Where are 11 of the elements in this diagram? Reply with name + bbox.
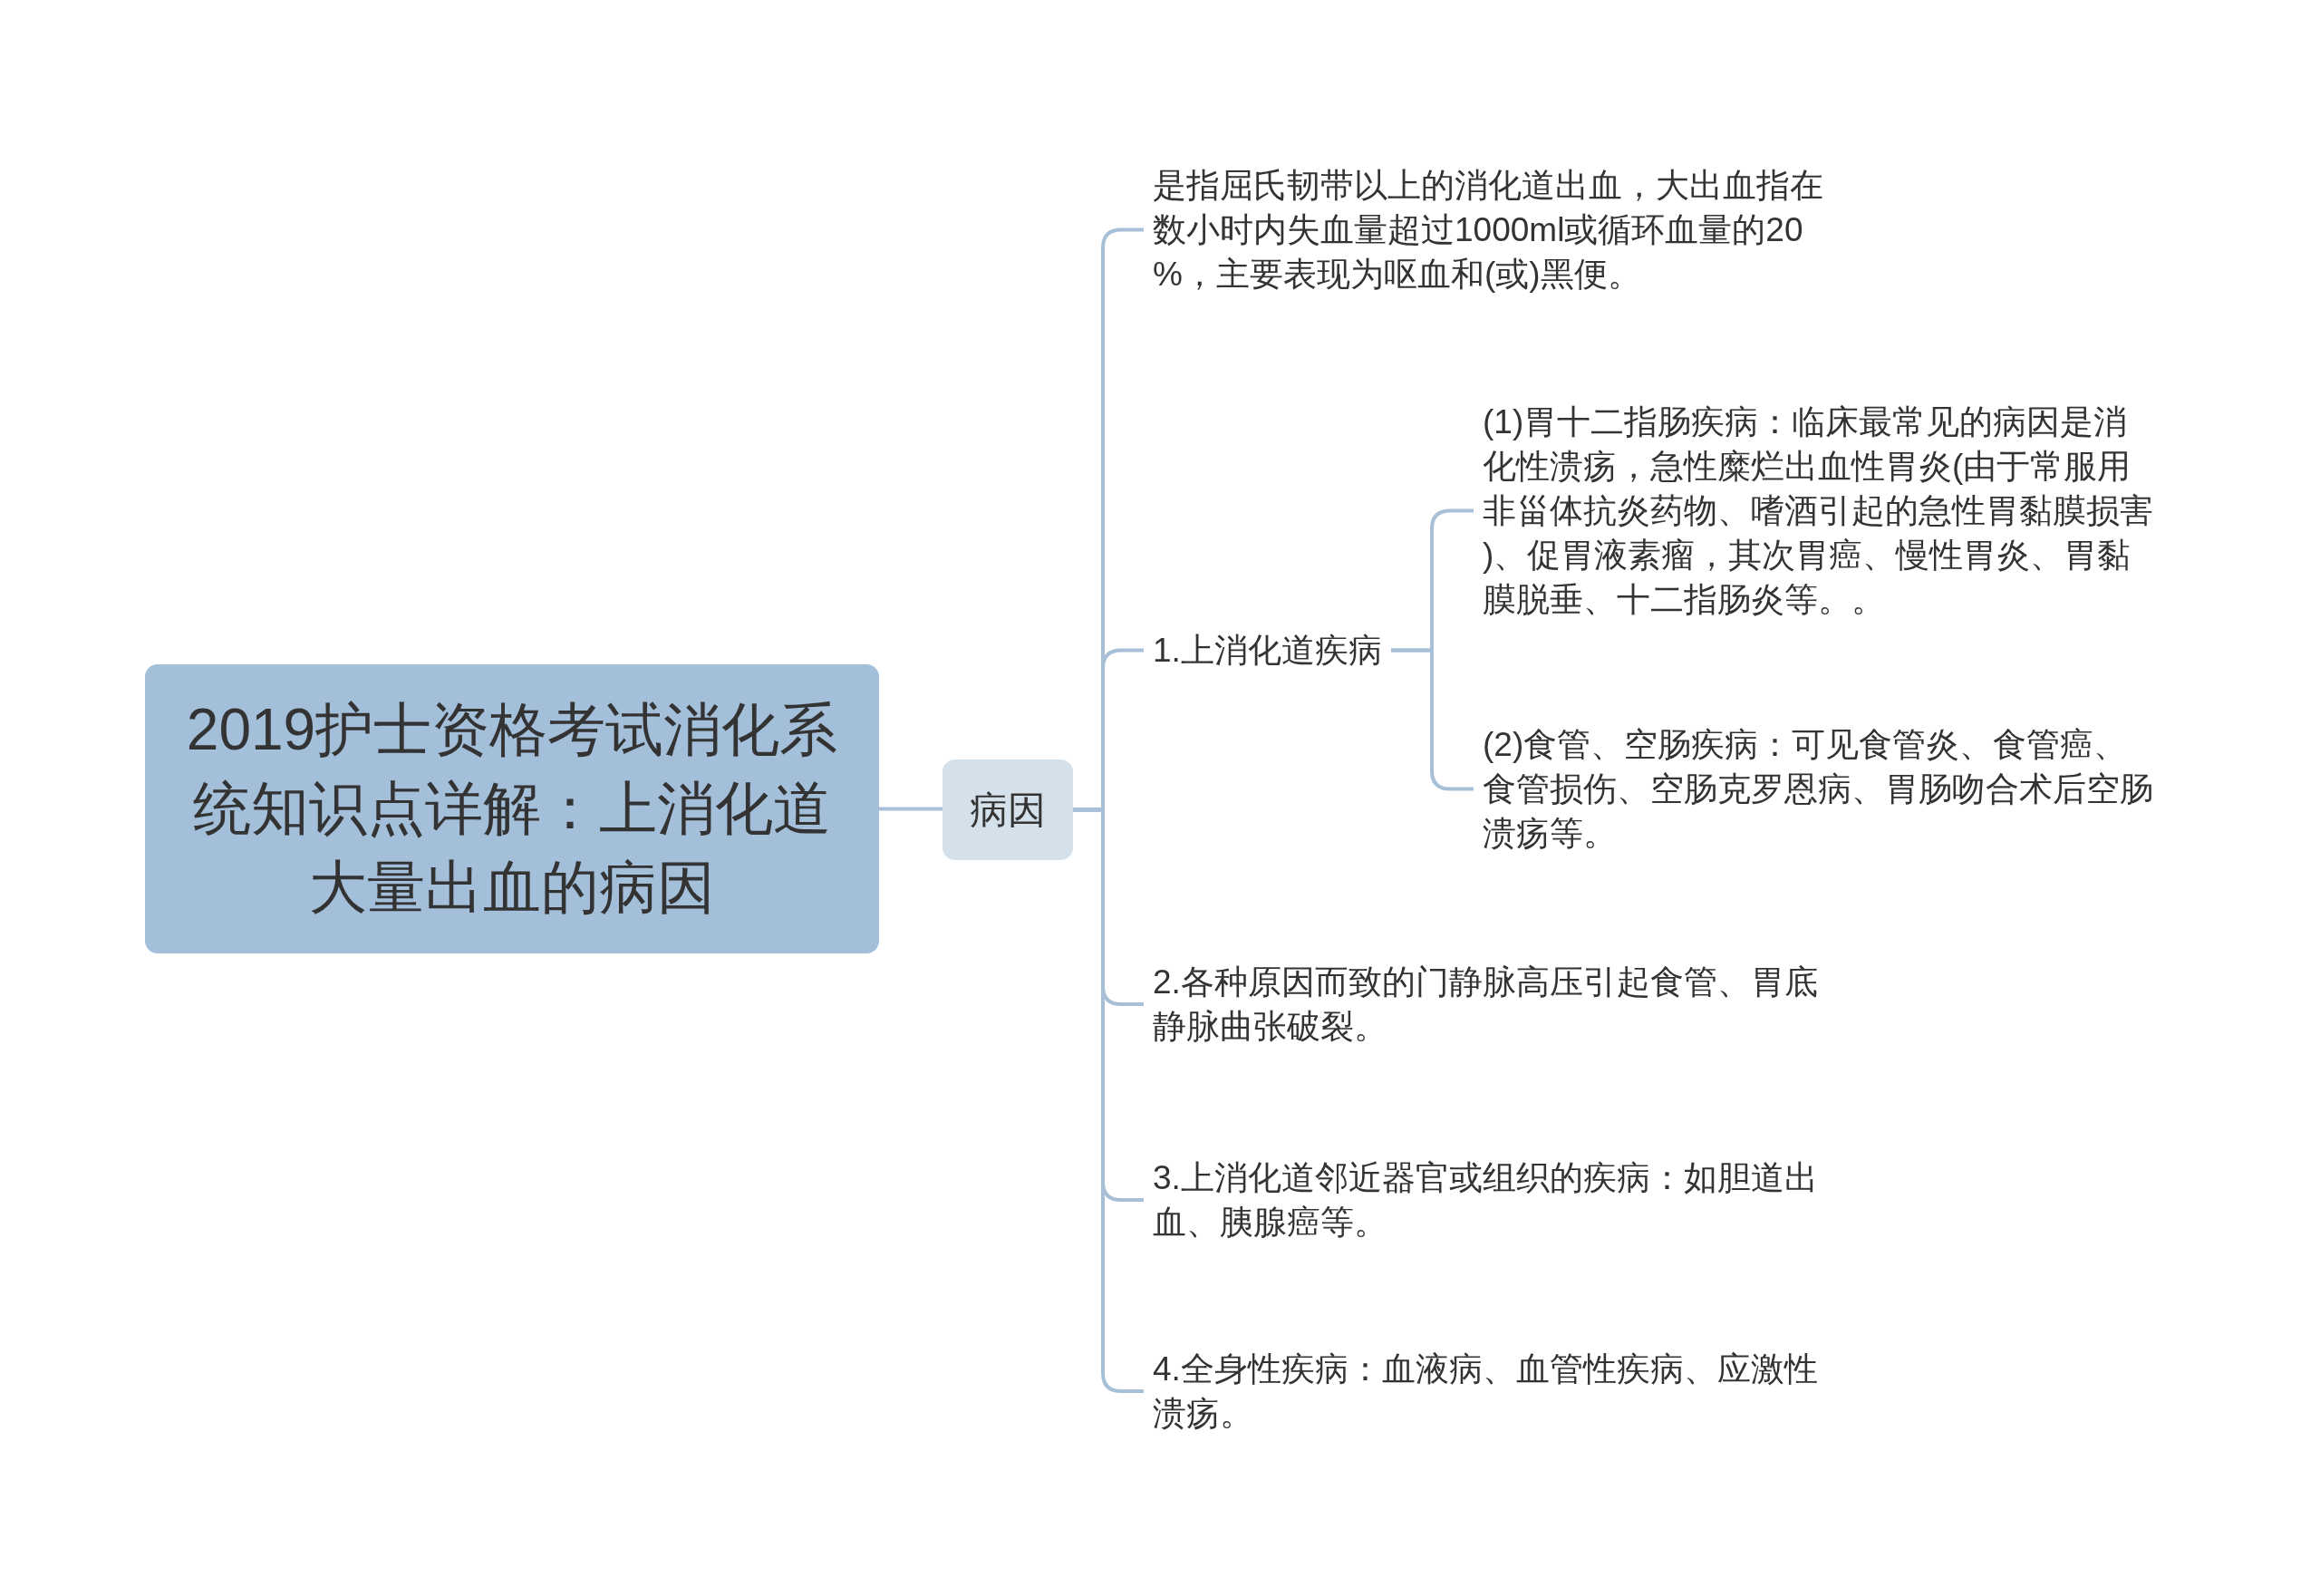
branch-text: (2)食管、空肠疾病：可见食管炎、食管癌、食管损伤、空肠克罗恩病、胃肠吻合术后空肠溃疡等。 [1474, 719, 2166, 859]
branch-text: 3.上消化道邻近器官或组织的疾病：如胆道出血、胰腺癌等。 [1144, 1152, 1836, 1248]
branch-text: 2.各种原因而致的门静脉高压引起食管、胃底静脉曲张破裂。 [1144, 956, 1836, 1052]
branch-text: 是指屈氏韧带以上的消化道出血，大出血指在数小时内失血量超过1000ml或循环血量的20%，主要表现为呕血和(或)黑便。 [1144, 160, 1836, 300]
branch-text: (1)胃十二指肠疾病：临床最常见的病因是消化性溃疡，急性糜烂出血性胃炎(由于常服用非甾体抗炎药物、嗜酒引起的急性胃黏膜损害)、促胃液素瘤，其次胃癌、慢性胃炎、胃黏膜脱垂、十二指肠炎等。。 [1474, 396, 2166, 625]
connector-line [879, 807, 942, 811]
branch-text: 1.上消化道疾病 [1144, 624, 1391, 676]
central-topic-box: 2019护士资格考试消化系统知识点详解：上消化道大量出血的病因 [145, 664, 879, 953]
topic-box: 病因 [942, 759, 1073, 860]
connector-line [1391, 648, 1474, 791]
branch-text: 4.全身性疾病：血液病、血管性疾病、应激性溃疡。 [1144, 1343, 1836, 1439]
